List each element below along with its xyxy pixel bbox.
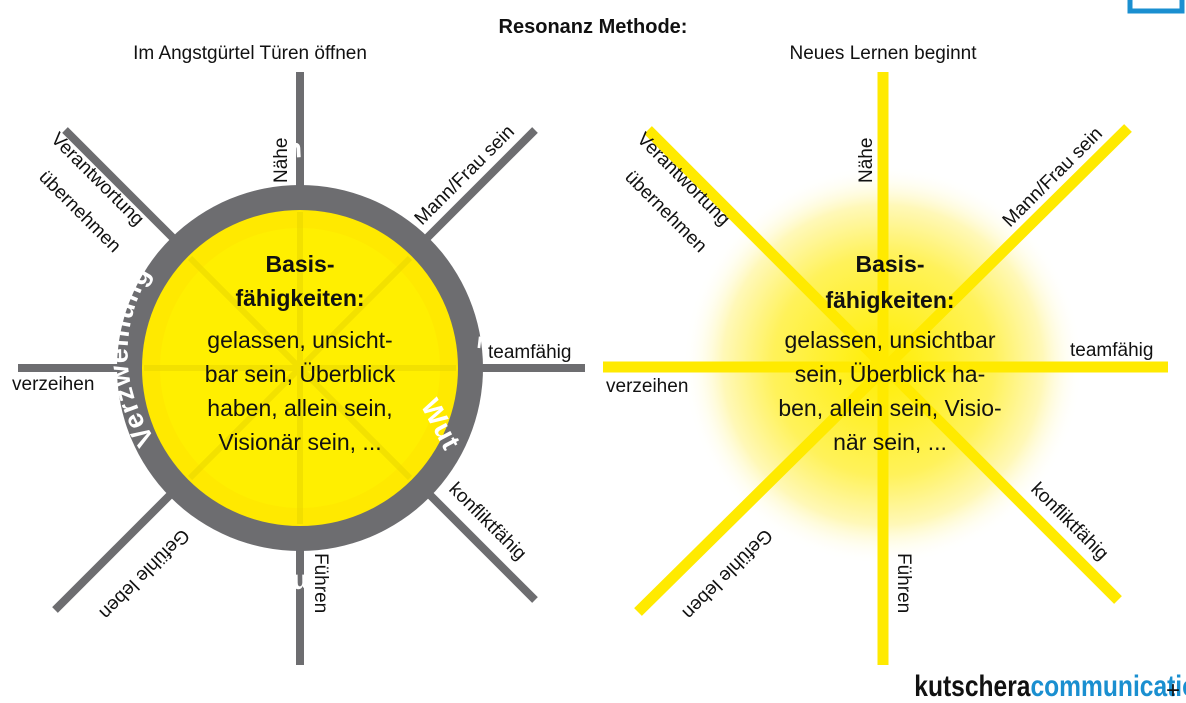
right-center-text: Basis- fähigkeiten: gelassen, unsichtbar… (778, 251, 1001, 455)
svg-text:Basis-: Basis- (855, 251, 924, 277)
logo: kutscheracommunication + (914, 669, 1186, 703)
svg-text:gelassen, unsicht-: gelassen, unsicht- (207, 327, 392, 353)
right-label-gefuehle-leben: Gefühle leben (678, 524, 777, 623)
right-diagram: Neues Lernen beginnt Basis- fähigkeiten:… (603, 43, 1168, 665)
logo-text: kutscheracommunication (914, 669, 1186, 703)
svg-text:när sein, ...: när sein, ... (833, 429, 947, 455)
left-subtitle: Im Angstgürtel Türen öffnen (133, 43, 367, 64)
svg-text:haben, allein sein,: haben, allein sein, (207, 395, 392, 421)
svg-text:bar sein, Überblick: bar sein, Überblick (205, 361, 396, 387)
right-label-verzeihen: verzeihen (606, 376, 688, 397)
left-label-teamfaehig: teamfähig (488, 342, 571, 363)
right-label-naehe: Nähe (856, 138, 877, 183)
right-spokes (603, 72, 1168, 665)
right-subtitle: Neues Lernen beginnt (790, 43, 978, 64)
svg-text:sein, Überblick ha-: sein, Überblick ha- (795, 361, 985, 387)
corner-box (1127, 0, 1185, 14)
diagram-title: Resonanz Methode: (499, 16, 688, 38)
left-center-text: Basis- fähigkeiten: gelassen, unsicht- b… (205, 251, 396, 455)
right-label-mann-frau: Mann/Frau sein (999, 123, 1107, 231)
left-label-verzeihen: verzeihen (12, 374, 94, 395)
svg-text:Basis-: Basis- (265, 251, 334, 277)
svg-text:fähigkeiten:: fähigkeiten: (235, 285, 364, 311)
svg-text:gelassen, unsichtbar: gelassen, unsichtbar (785, 327, 996, 353)
right-label-fuehren: Führen (893, 553, 914, 613)
left-label-gefuehle-leben: Gefühle leben (95, 524, 194, 623)
left-label-mann-frau: Mann/Frau sein (411, 121, 519, 229)
left-label-naehe: Nähe (271, 138, 292, 183)
svg-text:ben, allein sein, Visio-: ben, allein sein, Visio- (778, 395, 1001, 421)
svg-text:Visionär sein, ...: Visionär sein, ... (218, 429, 381, 455)
right-label-teamfaehig: teamfähig (1070, 340, 1153, 361)
left-label-fuehren: Führen (310, 553, 331, 613)
svg-text:fähigkeiten:: fähigkeiten: (825, 287, 954, 313)
left-diagram: Im Angstgürtel Türen öffnen Angst Schmer… (12, 43, 585, 665)
logo-plus: + (1166, 677, 1180, 703)
